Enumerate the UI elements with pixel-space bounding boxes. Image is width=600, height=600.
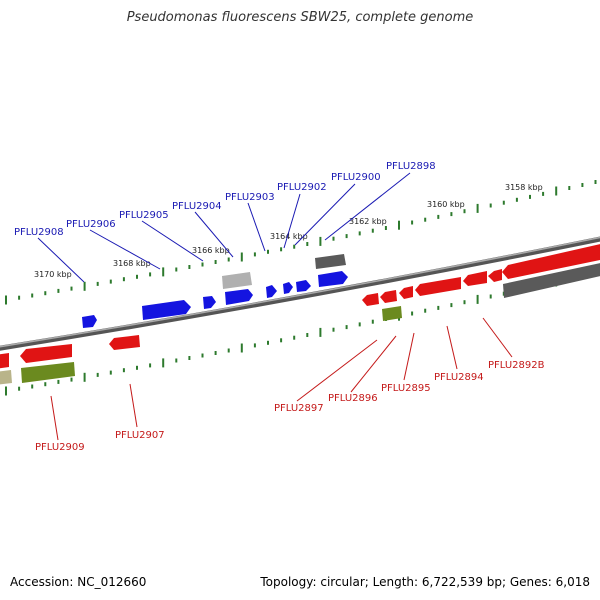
top-gene-labels: PFLU2908 PFLU2906 PFLU2905 PFLU2904 PFLU… [14,161,436,238]
top-callout-lines [37,172,411,283]
gene-arrow[interactable] [502,243,600,279]
top-scale-ticks [5,180,597,305]
gene-label-pflu2902[interactable]: PFLU2902 [277,182,327,193]
gene-arrow[interactable] [296,280,311,292]
gene-label-pflu2905[interactable]: PFLU2905 [119,210,169,221]
kbp-label: 3162 kbp [349,217,387,226]
grey-feature[interactable] [315,254,346,269]
gene-arrow[interactable] [266,285,277,298]
gene-arrow[interactable] [20,344,72,363]
gene-arrow[interactable] [225,289,253,305]
gene-arrow[interactable] [362,293,379,306]
gene-label-pflu2907[interactable]: PFLU2907 [115,430,165,441]
accession-text: Accession: NC_012660 [10,575,147,589]
olive-feature[interactable] [21,362,75,383]
forward-strand-features [82,254,348,328]
gene-arrow[interactable] [463,271,487,286]
gene-arrow[interactable] [318,271,348,287]
gene-label-pflu2900[interactable]: PFLU2900 [331,172,381,183]
kbp-labels: 3158 kbp 3160 kbp 3162 kbp 3164 kbp 3166… [34,183,543,279]
map-title: Pseudomonas fluorescens SBW25, complete … [126,10,474,25]
grey-feature[interactable] [503,262,600,298]
olive-feature[interactable] [0,370,12,385]
kbp-label: 3164 kbp [270,232,308,241]
bottom-callout-lines [50,317,513,441]
gene-arrow[interactable] [380,290,397,303]
genome-backbone-highlight [0,236,600,348]
kbp-label: 3166 kbp [192,246,230,255]
gene-arrow[interactable] [415,277,461,296]
gene-label-pflu2895[interactable]: PFLU2895 [381,383,431,394]
gene-label-pflu2903[interactable]: PFLU2903 [225,192,275,203]
gene-label-pflu2906[interactable]: PFLU2906 [66,219,116,230]
gene-arrow[interactable] [142,300,191,320]
gene-arrow[interactable] [283,282,293,294]
gene-label-pflu2908[interactable]: PFLU2908 [14,227,64,238]
reverse-strand-features [0,243,600,385]
kbp-label: 3158 kbp [505,183,543,192]
gene-arrow[interactable] [109,335,140,350]
light-grey-feature[interactable] [222,272,252,289]
olive-feature[interactable] [382,306,402,321]
gene-arrow[interactable] [82,315,97,328]
gene-arrow[interactable] [399,286,413,299]
kbp-label: 3160 kbp [427,200,465,209]
kbp-label: 3170 kbp [34,270,72,279]
genome-backbone [0,236,600,351]
bottom-gene-labels: PFLU2909 PFLU2907 PFLU2897 PFLU2896 PFLU… [35,360,545,453]
gene-label-pflu2904[interactable]: PFLU2904 [172,201,222,212]
gene-arrow[interactable] [0,353,9,369]
kbp-label: 3168 kbp [113,259,151,268]
topology-summary: Topology: circular; Length: 6,722,539 bp… [260,575,590,589]
gene-arrow[interactable] [203,296,216,309]
gene-label-pflu2892b[interactable]: PFLU2892B [488,360,545,371]
gene-label-pflu2897[interactable]: PFLU2897 [274,403,324,414]
gene-label-pflu2909[interactable]: PFLU2909 [35,442,85,453]
gene-label-pflu2896[interactable]: PFLU2896 [328,393,378,404]
gene-arrow[interactable] [488,269,502,282]
gene-label-pflu2898[interactable]: PFLU2898 [386,161,436,172]
gene-label-pflu2894[interactable]: PFLU2894 [434,372,484,383]
